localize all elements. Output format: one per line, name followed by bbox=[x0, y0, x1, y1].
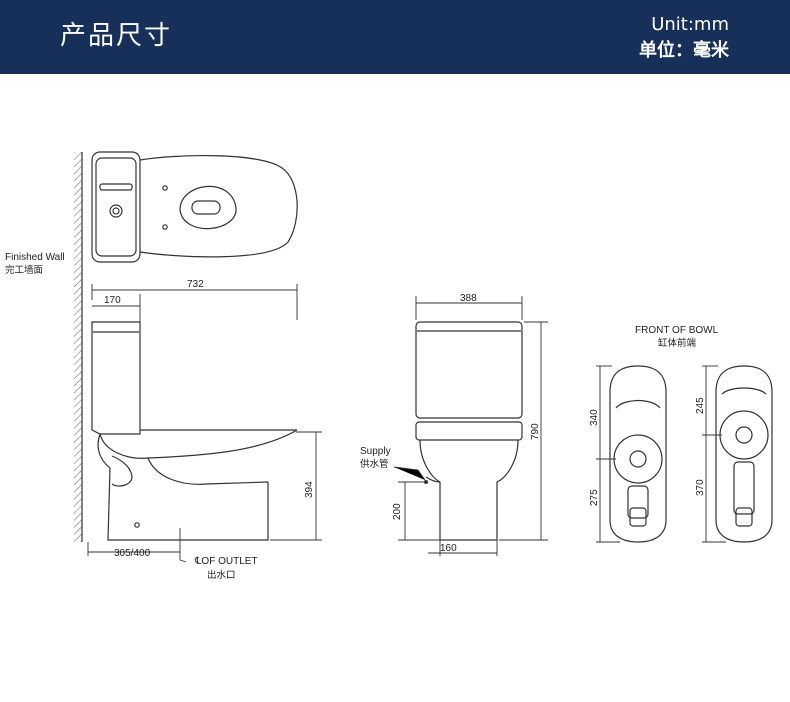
dim-rough-in bbox=[87, 528, 187, 563]
unit-label-en: Unit:mm bbox=[651, 14, 729, 35]
dim-height bbox=[499, 321, 548, 541]
front-of-bowl-label: FRONT OF BOWL bbox=[635, 325, 719, 336]
dim-bowl-a-front-value: 275 bbox=[589, 489, 600, 506]
dim-bowl-height bbox=[270, 431, 322, 541]
toilet-top-view bbox=[91, 151, 298, 263]
toilet-front-view bbox=[415, 321, 523, 541]
bowl-plan-a bbox=[596, 365, 667, 543]
toilet-side-view bbox=[91, 321, 298, 541]
finished-wall-label-cn: 完工墙面 bbox=[5, 264, 43, 276]
supply-label: Supply bbox=[360, 446, 391, 457]
dim-base-width bbox=[428, 540, 498, 556]
dim-bowl-b-rear-value: 245 bbox=[695, 397, 706, 414]
outlet-label-cn: 出水口 bbox=[207, 569, 236, 581]
dim-base-width-value: 160 bbox=[440, 543, 457, 554]
dim-rough-in-value: 305/400 bbox=[114, 548, 151, 559]
bowl-plan-b bbox=[702, 365, 773, 543]
dim-height-value: 790 bbox=[530, 423, 541, 440]
dim-width-value: 388 bbox=[460, 293, 477, 304]
outlet-label: ℄OF OUTLET bbox=[194, 556, 258, 567]
dim-bowl-height-value: 394 bbox=[304, 481, 315, 498]
dim-overall-depth bbox=[91, 284, 298, 320]
front-of-bowl-label-cn: 缸体前端 bbox=[658, 337, 697, 349]
finished-wall bbox=[74, 152, 83, 542]
dim-supply-height bbox=[393, 466, 440, 541]
finished-wall-label: Finished Wall bbox=[5, 252, 65, 263]
unit-label-cn: 单位：毫米 bbox=[639, 40, 729, 61]
dim-supply-height-value: 200 bbox=[392, 503, 403, 520]
dim-width bbox=[415, 296, 523, 320]
supply-label-cn: 供水管 bbox=[360, 458, 389, 470]
dim-bowl-b-front-value: 370 bbox=[695, 479, 706, 496]
dim-overall-depth-value: 732 bbox=[187, 279, 204, 290]
dim-tank-depth-value: 170 bbox=[104, 295, 121, 306]
page-title: 产品尺寸 bbox=[60, 21, 173, 51]
dim-bowl-a-rear-value: 340 bbox=[589, 409, 600, 426]
header-bar: 产品尺寸 Unit:mm 单位：毫米 bbox=[0, 0, 790, 74]
dim-tank-depth bbox=[92, 294, 141, 322]
